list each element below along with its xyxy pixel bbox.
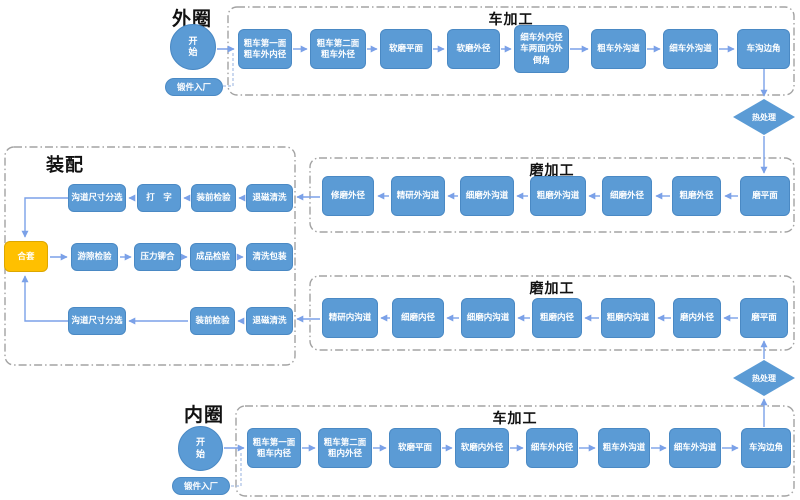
node-inner-turning-2: 粗车第二面 粗内外径 (318, 428, 372, 468)
node-outer-turning-2: 粗车第二面 粗车外径 (310, 29, 366, 69)
node-assembly-size-sorting-bottom: 沟道尺寸分选 (68, 307, 126, 335)
node-outer-turning-5: 细车外内径 车两面内外 倒角 (514, 25, 569, 73)
node-assembly-size-sorting-top: 沟道尺寸分选 (68, 184, 126, 212)
section-label-assembly: 装配 (46, 155, 84, 175)
section-label-inner-ring: 内圈 (184, 405, 225, 426)
node-assembly-preinspection-bottom: 装前检验 (190, 307, 235, 335)
node-inner-turning-6: 粗车外沟道 (598, 428, 650, 468)
node-assembly-demag-clean-top: 退磁清洗 (246, 184, 293, 212)
node-assembly-final-inspection: 成品检验 (190, 243, 236, 271)
node-outer-turning-6: 粗车外沟道 (591, 29, 646, 69)
intake-link-inner (231, 451, 242, 487)
node-assembly-clearance-check: 游隙检验 (71, 243, 118, 271)
group-title-inner-grinding: 磨加工 (529, 280, 575, 296)
group-title-outer-grinding: 磨加工 (529, 162, 575, 178)
node-inner-turning-3: 软磨平面 (389, 428, 441, 468)
node-inner-turning-8: 车沟边角 (741, 428, 791, 468)
node-inner-turning-7: 细车外沟道 (669, 428, 721, 468)
intake-link-outer (223, 52, 234, 87)
group-title-outer-turning: 车加工 (488, 11, 534, 27)
node-outer-turning-7: 细车外沟道 (663, 29, 718, 69)
node-outer-grinding-6: 精研外沟道 (391, 176, 445, 216)
node-inner-grinding-6: 细磨内径 (392, 298, 444, 338)
node-outer-turning-3: 软磨平面 (380, 29, 432, 69)
node-inner-grinding-5: 细磨内沟道 (461, 298, 515, 338)
node-inner-grinding-2: 磨内外径 (673, 298, 721, 338)
node-outer-grinding-3: 细磨外径 (602, 176, 652, 216)
node-assembly-preinspection-top: 装前检验 (191, 184, 236, 212)
node-outer-grinding-7: 修磨外径 (322, 176, 374, 216)
node-assembly-demag-clean-bottom: 退磁清洗 (246, 307, 293, 335)
node-inner-grinding-3: 粗磨内沟道 (601, 298, 655, 338)
node-inner-turning-4: 软磨内外径 (455, 428, 509, 468)
node-inner-grinding-7: 精研内沟道 (322, 298, 378, 338)
assembly-hub-node: 合套 (4, 241, 48, 272)
heat-treatment-node-inner: 热处理 (733, 360, 795, 396)
node-inner-grinding-1: 磨平面 (740, 298, 788, 338)
start-node-outer: 开始 (170, 24, 216, 70)
node-inner-grinding-4: 粗磨内径 (532, 298, 582, 338)
intake-node-inner: 锻件入厂 (172, 477, 230, 495)
node-outer-turning-8: 车沟边角 (737, 29, 790, 69)
node-assembly-pressure-rivet: 压力铆合 (134, 243, 181, 271)
node-outer-grinding-1: 磨平面 (740, 176, 790, 216)
heat-treatment-node-outer: 热处理 (733, 99, 795, 135)
node-outer-grinding-2: 粗磨外径 (672, 176, 721, 216)
group-title-inner-turning: 车加工 (492, 410, 538, 426)
node-outer-turning-1: 粗车第一面 粗车外内径 (238, 29, 292, 69)
node-outer-turning-4: 软磨外径 (447, 29, 500, 69)
node-assembly-clean-package: 清洗包装 (246, 243, 293, 271)
node-assembly-marking: 打 字 (137, 184, 181, 212)
node-outer-grinding-5: 细磨外沟道 (460, 176, 514, 216)
intake-node-outer: 锻件入厂 (165, 78, 223, 96)
node-outer-grinding-4: 粗磨外沟道 (530, 176, 586, 216)
node-inner-turning-1: 粗车第一面 粗车内径 (247, 428, 301, 468)
start-node-inner: 开始 (178, 426, 223, 471)
node-inner-turning-5: 细车外内径 (526, 428, 578, 468)
